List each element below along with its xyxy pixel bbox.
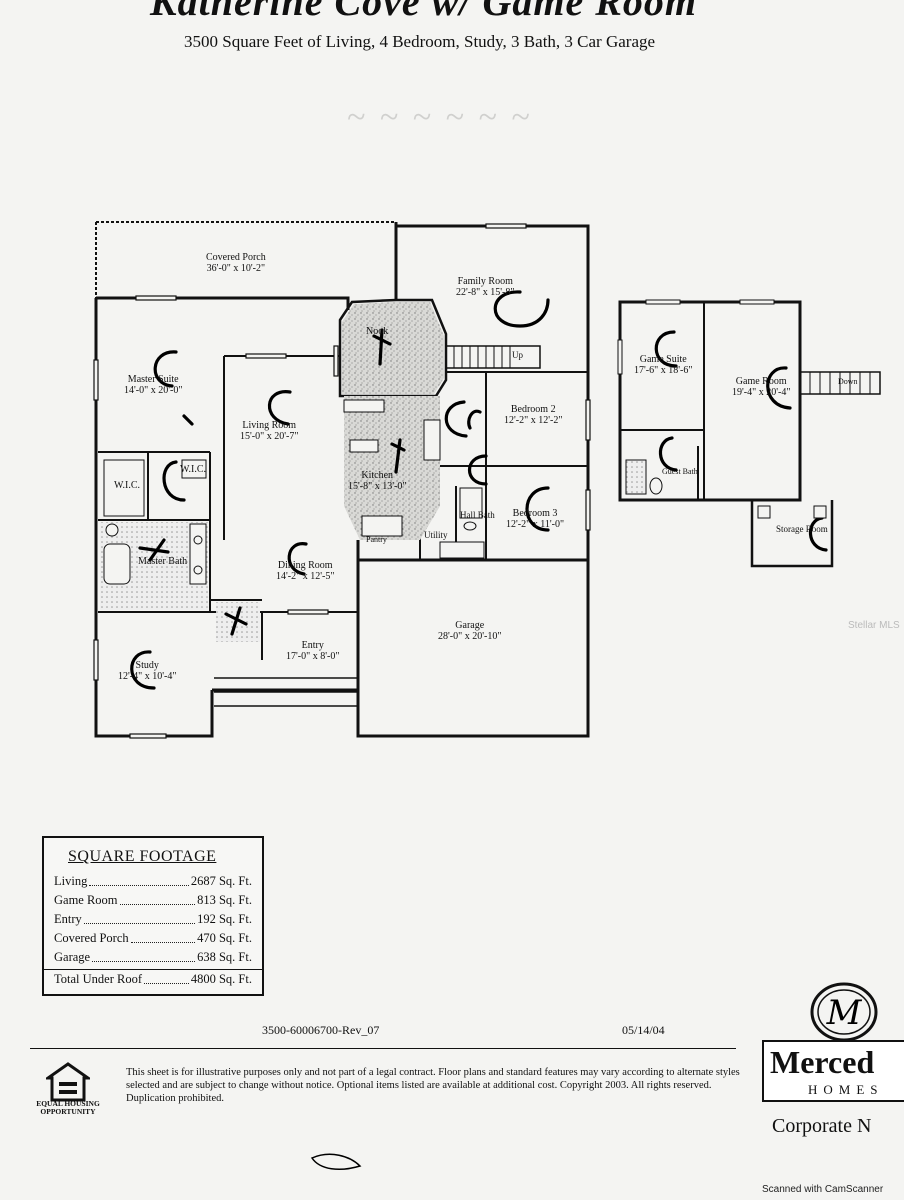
brand-name: Merced <box>770 1044 875 1080</box>
equal-housing-icon <box>46 1062 90 1102</box>
svg-text:M: M <box>826 993 863 1033</box>
scanner-watermark: Scanned with CamScanner <box>762 1184 884 1195</box>
room-guest-bath: Guest Bath <box>662 467 698 476</box>
mls-watermark: Stellar MLS <box>848 620 900 631</box>
corporate-label: Corporate N <box>772 1115 872 1137</box>
stair-up-label: Up <box>512 350 523 360</box>
room-nook: Nook <box>366 326 389 337</box>
room-wic-2: W.I.C. <box>180 464 207 475</box>
room-hall-bath: Hall Bath <box>460 510 495 520</box>
background-bleed-through: ~ ~ ~ ~ ~ ~ <box>347 110 533 136</box>
document-date: 05/14/04 <box>622 1023 665 1037</box>
disclaimer-text: This sheet is for illustrative purposes … <box>126 1067 740 1104</box>
room-storage: Storage Room <box>776 524 828 534</box>
room-wic-1: W.I.C. <box>114 480 141 491</box>
room-pantry: Pantry <box>366 535 387 544</box>
footer-divider <box>30 1048 736 1049</box>
stair-down-label: Down <box>838 377 858 386</box>
equal-housing-label: EQUAL HOUSING OPPORTUNITY <box>36 1099 100 1116</box>
plan-subtitle: 3500 Square Feet of Living, 4 Bedroom, S… <box>184 32 656 51</box>
brand-sub: HOMES <box>808 1082 884 1097</box>
room-master-bath: Master Bath <box>138 556 188 567</box>
square-footage-heading: SQUARE FOOTAGE <box>68 848 217 865</box>
plan-title: Katherine Cove w/ Game Room <box>150 0 697 24</box>
document-id: 3500-60006700-Rev_07 <box>262 1023 380 1037</box>
room-utility: Utility <box>424 530 448 540</box>
merced-monogram-icon: M <box>810 982 878 1042</box>
merced-logo: Merced HOMES <box>762 1040 904 1120</box>
